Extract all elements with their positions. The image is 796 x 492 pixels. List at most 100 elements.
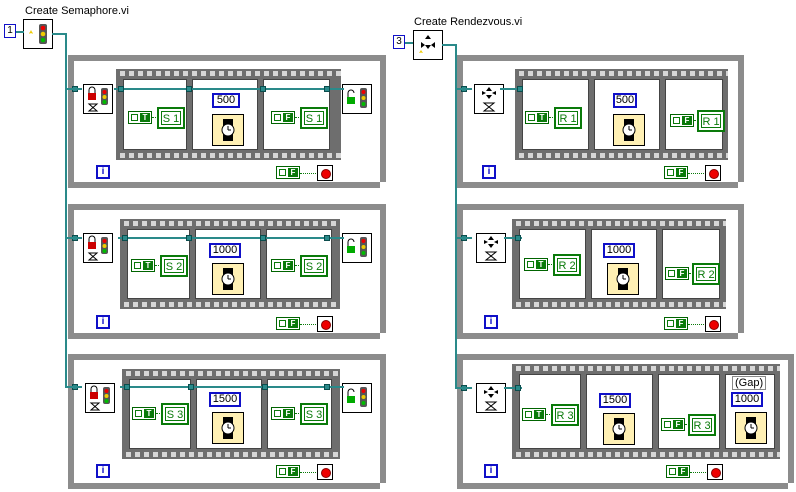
rendezvous-true-constant-3[interactable]: T: [522, 408, 546, 421]
rendezvous-false-constant-1[interactable]: F: [670, 114, 694, 127]
rendezvous-wait-ms-constant-1[interactable]: 500: [613, 93, 637, 108]
true-constant-3[interactable]: T: [132, 407, 156, 420]
acquire-semaphore-vi-1[interactable]: [83, 84, 113, 114]
rendezvous-stop-false-constant-2[interactable]: F: [664, 317, 688, 330]
iteration-terminal-3: i: [96, 464, 110, 478]
semaphore-size-constant[interactable]: 1: [4, 24, 16, 38]
create-rendezvous-vi[interactable]: [413, 30, 443, 60]
wristwatch-icon: [221, 119, 235, 141]
rendezvous-iteration-terminal-1: i: [482, 165, 496, 179]
rendezvous-wait-ms-function-2[interactable]: [607, 263, 639, 295]
lock-traffic-light-icon: [87, 86, 108, 112]
rendezvous-true-constant-1[interactable]: T: [525, 111, 549, 124]
rendezvous-name-indicator-2b: R 2: [692, 263, 720, 285]
rendezvous-wait-ms-function-1[interactable]: [613, 114, 645, 146]
wristwatch-icon: [744, 417, 758, 439]
name-indicator-1a: S 1: [157, 107, 185, 129]
rendezvous-true-constant-2[interactable]: T: [524, 258, 548, 271]
stop-terminal-1: [317, 165, 333, 181]
stop-button-icon: [321, 169, 331, 179]
iteration-terminal-1: i: [96, 165, 110, 179]
create-semaphore-vi[interactable]: [23, 19, 53, 49]
rendezvous-name-indicator-2a: R 2: [553, 254, 581, 276]
arrows-converge-hourglass-icon: [484, 236, 498, 261]
wait-at-rendezvous-vi-1[interactable]: [474, 84, 504, 114]
wait-ms-function-2[interactable]: [212, 263, 244, 295]
arrows-converge-hourglass-icon: [482, 87, 496, 112]
false-constant-2[interactable]: F: [271, 259, 295, 272]
while-loop-3[interactable]: [68, 354, 386, 489]
gap-wait-ms-function[interactable]: [735, 412, 767, 444]
name-indicator-2b: S 2: [300, 255, 328, 277]
true-constant-2[interactable]: T: [131, 259, 155, 272]
wristwatch-icon: [622, 119, 636, 141]
wait-ms-constant-1[interactable]: 500: [212, 93, 240, 108]
unlock-traffic-light-icon: [347, 88, 367, 108]
name-indicator-3a: S 3: [161, 403, 189, 425]
lock-traffic-light-icon: [89, 385, 110, 411]
iteration-terminal-2: i: [96, 315, 110, 329]
stop-false-constant-1[interactable]: F: [276, 166, 300, 179]
create-semaphore-label: Create Semaphore.vi: [25, 5, 129, 17]
name-indicator-1b: S 1: [300, 107, 328, 129]
rendezvous-loop-2[interactable]: [457, 204, 744, 339]
traffic-light-create-icon: [29, 24, 47, 44]
wait-at-rendezvous-vi-2[interactable]: [476, 233, 506, 263]
wristwatch-icon: [616, 268, 630, 290]
name-indicator-2a: S 2: [160, 255, 188, 277]
wait-ms-function-1[interactable]: [212, 114, 244, 146]
rendezvous-wait-ms-function-3[interactable]: [603, 413, 635, 445]
rendezvous-name-indicator-3b: R 3: [688, 414, 716, 436]
rendezvous-name-indicator-3a: R 3: [551, 404, 579, 426]
rendezvous-stop-false-constant-3[interactable]: F: [666, 465, 690, 478]
stop-terminal-3: [317, 464, 333, 480]
rendezvous-wait-ms-constant-3[interactable]: 1500: [599, 393, 631, 408]
acquire-semaphore-vi-2[interactable]: [83, 233, 113, 263]
rendezvous-stop-false-constant-1[interactable]: F: [664, 166, 688, 179]
gap-frame-label: (Gap): [732, 376, 767, 390]
stop-false-constant-2[interactable]: F: [276, 317, 300, 330]
false-constant-1[interactable]: F: [271, 111, 295, 124]
unlock-traffic-light-icon: [347, 237, 367, 257]
rendezvous-iteration-terminal-3: i: [484, 464, 498, 478]
rendezvous-iteration-terminal-2: i: [484, 315, 498, 329]
rendezvous-false-constant-3[interactable]: F: [661, 418, 685, 431]
stop-false-constant-3[interactable]: F: [276, 465, 300, 478]
name-indicator-3b: S 3: [300, 403, 328, 425]
stop-button-icon: [321, 468, 331, 478]
wait-ms-function-3[interactable]: [212, 412, 244, 444]
lock-traffic-light-icon: [87, 235, 108, 261]
wait-at-rendezvous-vi-3[interactable]: [476, 383, 506, 413]
unlock-traffic-light-icon: [347, 387, 367, 407]
stop-button-icon: [709, 320, 719, 330]
stop-button-icon: [321, 320, 331, 330]
stop-terminal-2: [317, 316, 333, 332]
arrows-converge-create-icon: [419, 35, 435, 53]
while-loop-1[interactable]: [68, 55, 386, 188]
wait-ms-constant-3[interactable]: 1500: [209, 392, 241, 407]
stop-button-icon: [711, 468, 721, 478]
release-semaphore-vi-1[interactable]: [342, 84, 372, 114]
rendezvous-wait-ms-constant-2[interactable]: 1000: [603, 243, 635, 258]
rendezvous-name-indicator-1a: R 1: [554, 107, 582, 129]
create-rendezvous-label: Create Rendezvous.vi: [414, 16, 523, 28]
wait-ms-constant-2[interactable]: 1000: [209, 243, 241, 258]
rendezvous-size-constant[interactable]: 3: [393, 35, 405, 49]
true-constant-1[interactable]: T: [128, 111, 152, 124]
rendezvous-stop-terminal-2: [705, 316, 721, 332]
rendezvous-false-constant-2[interactable]: F: [665, 267, 689, 280]
wristwatch-icon: [221, 417, 235, 439]
rendezvous-name-indicator-1b: R 1: [697, 110, 725, 132]
rendezvous-loop-3[interactable]: [457, 354, 794, 489]
acquire-semaphore-vi-3[interactable]: [85, 383, 115, 413]
false-constant-3[interactable]: F: [271, 407, 295, 420]
release-semaphore-vi-2[interactable]: [342, 233, 372, 263]
rendezvous-stop-terminal-1: [705, 165, 721, 181]
while-loop-2[interactable]: [68, 204, 386, 339]
stop-button-icon: [709, 169, 719, 179]
release-semaphore-vi-3[interactable]: [342, 383, 372, 413]
wristwatch-icon: [221, 268, 235, 290]
wristwatch-icon: [612, 418, 626, 440]
rendezvous-loop-1[interactable]: [457, 55, 744, 188]
gap-wait-ms-constant[interactable]: 1000: [731, 392, 763, 407]
